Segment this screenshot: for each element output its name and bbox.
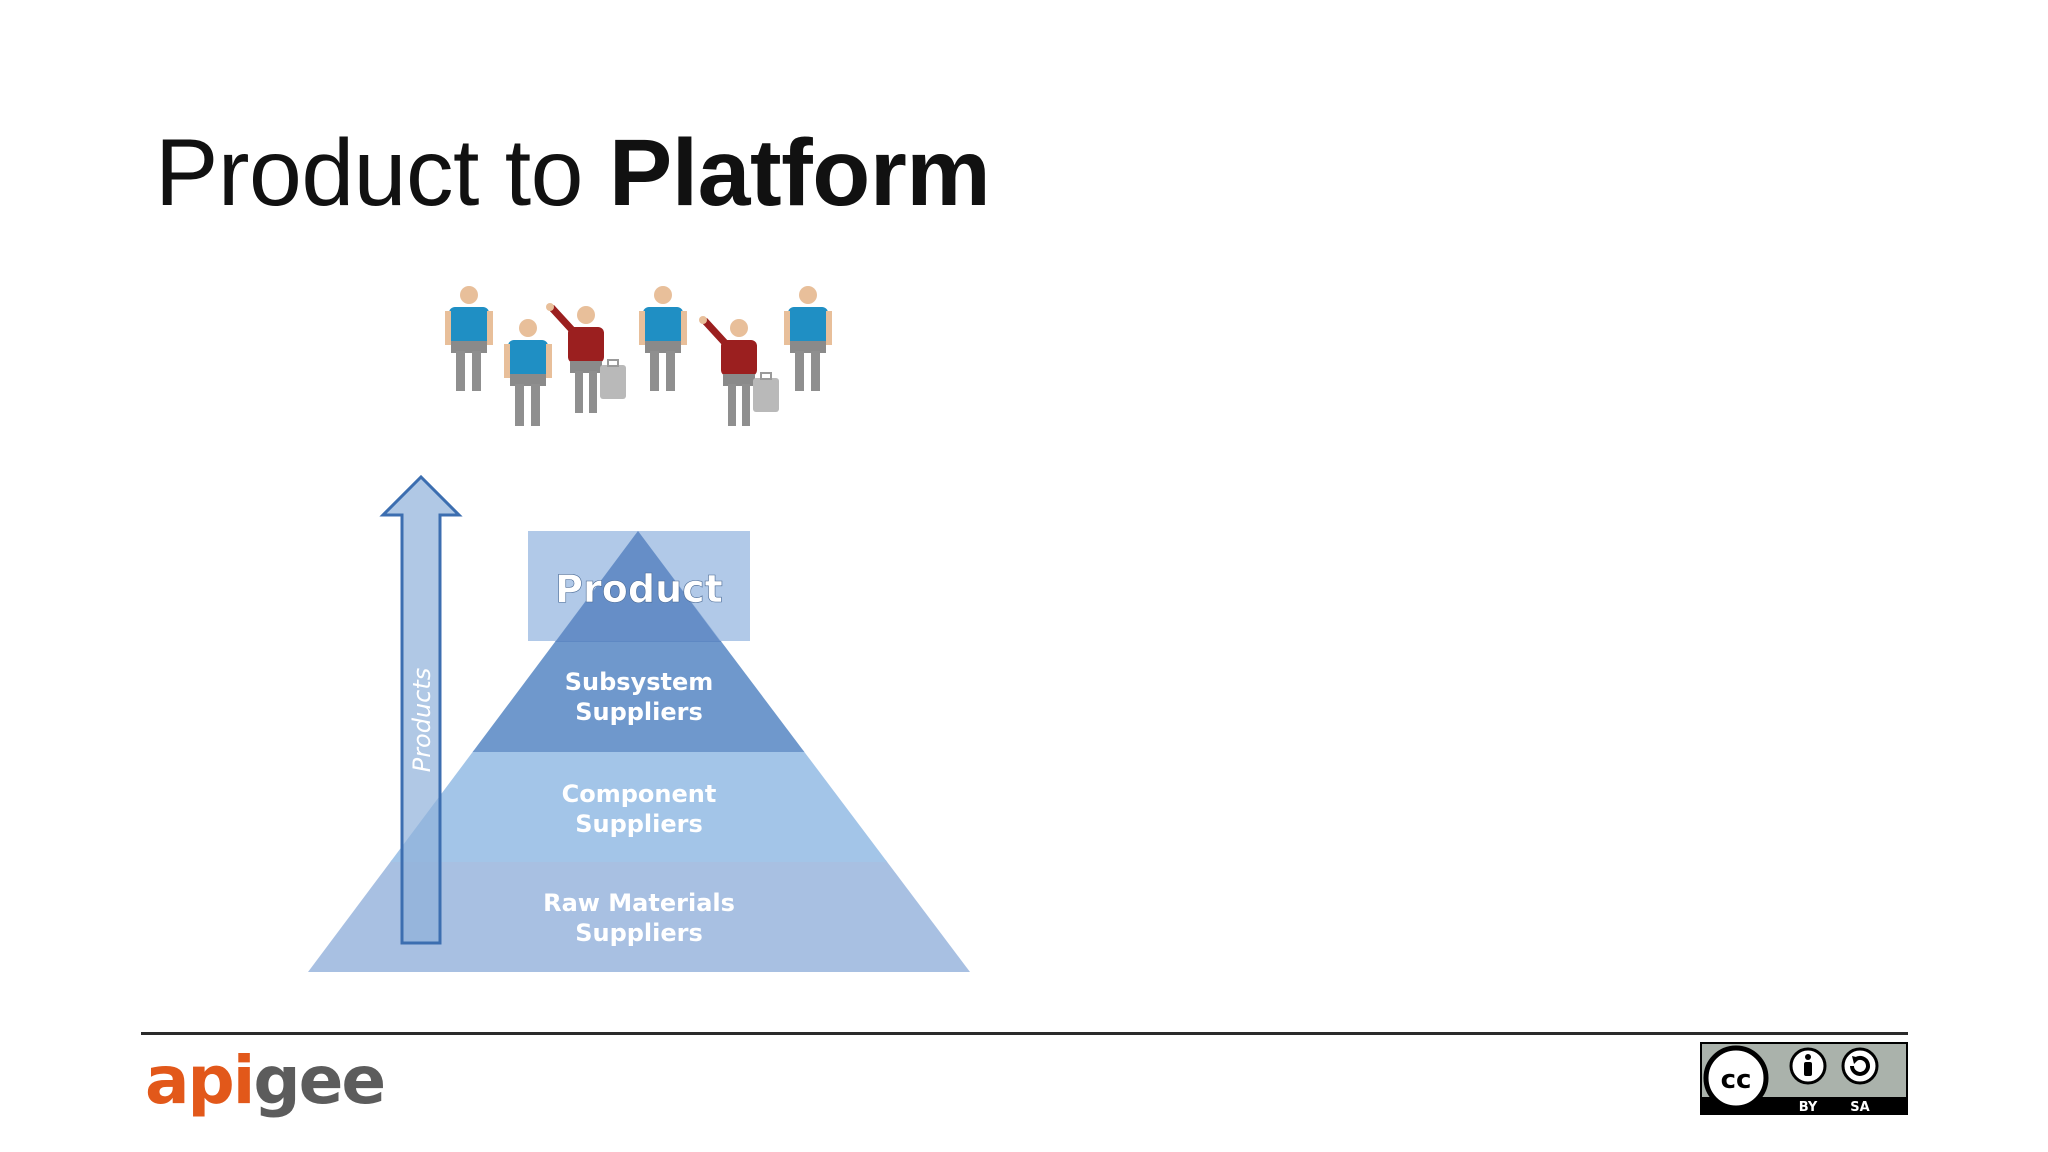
label-raw-1: Raw Materials	[543, 889, 735, 917]
traveler-icon	[699, 316, 779, 426]
traveler-icon	[546, 303, 626, 413]
products-arrow: Products	[379, 474, 463, 945]
cc-text: cc	[1721, 1065, 1752, 1095]
person-icon	[504, 319, 552, 426]
title-regular: Product to	[155, 120, 609, 226]
person-icon	[784, 286, 832, 391]
label-product: Product	[555, 567, 723, 611]
logo-part-orange: api	[145, 1042, 255, 1119]
label-subsystem-2: Suppliers	[575, 698, 703, 726]
label-raw-2: Suppliers	[575, 919, 703, 947]
slide-title: Product to Platform	[155, 118, 991, 228]
customers-group	[445, 286, 832, 426]
person-icon	[445, 286, 493, 391]
title-bold: Platform	[608, 120, 991, 226]
pyramid-labels: Product Subsystem Suppliers Component Su…	[543, 567, 735, 947]
label-component-2: Suppliers	[575, 810, 703, 838]
arrow-label: Products	[408, 668, 436, 773]
footer-divider	[141, 1032, 1908, 1035]
person-icon	[639, 286, 687, 391]
license-sa-text: SA	[1850, 1100, 1869, 1115]
license-by-text: BY	[1799, 1100, 1818, 1115]
attribution-icon	[1789, 1047, 1827, 1085]
product-box-tip	[556, 531, 720, 641]
logo-part-gray: gee	[253, 1042, 386, 1119]
cc-icon: cc	[1703, 1045, 1769, 1111]
label-component-1: Component	[562, 780, 717, 808]
label-subsystem-1: Subsystem	[565, 668, 714, 696]
share-alike-icon	[1841, 1047, 1879, 1085]
apigee-logo: apigee	[145, 1040, 386, 1122]
cc-by-sa-badge: cc BY SA	[1700, 1042, 1908, 1115]
